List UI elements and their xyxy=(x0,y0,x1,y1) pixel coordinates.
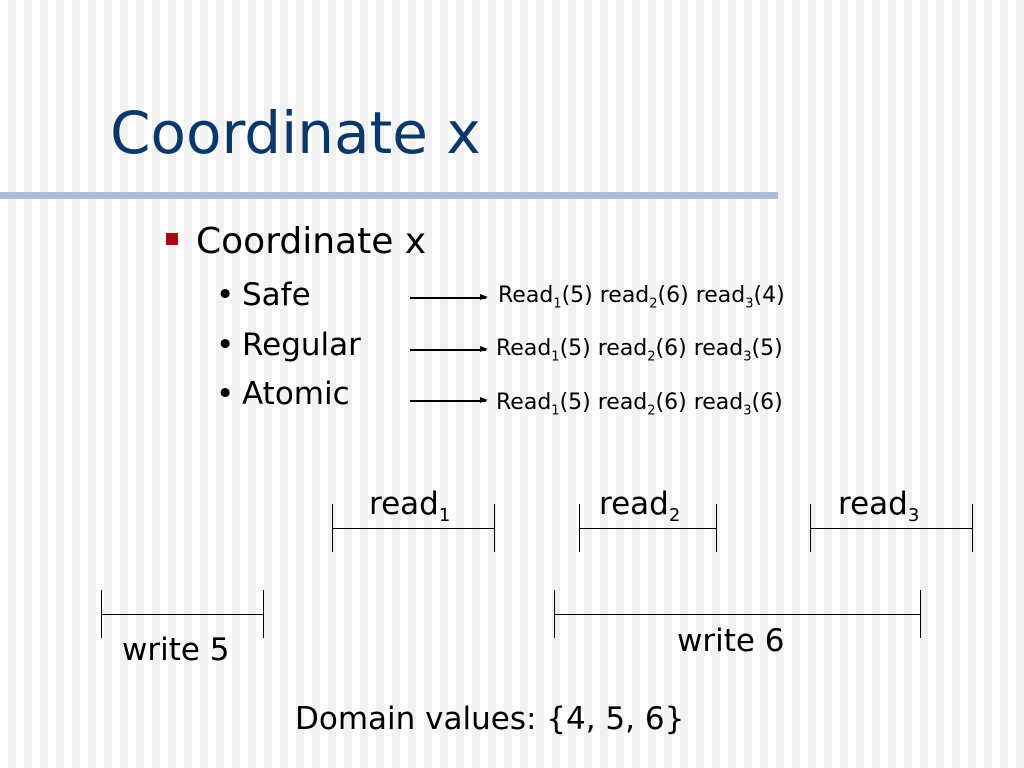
bullet-dot-icon: • xyxy=(216,277,235,313)
sub-item-label: Safe xyxy=(242,277,311,313)
read1-label: read1 xyxy=(369,486,451,527)
bullet-dot-icon: • xyxy=(216,376,235,412)
read2-interval xyxy=(579,504,717,552)
regular-read-result: Read1(5) read2(6) read3(5) xyxy=(496,336,783,365)
title-divider xyxy=(0,192,778,199)
write5-interval xyxy=(101,590,264,638)
read3-label: read3 xyxy=(838,486,920,527)
atomic-read-result: Read1(5) read2(6) read3(6) xyxy=(496,390,783,419)
read3-interval xyxy=(810,504,973,552)
sub-item-atomic: •Atomic xyxy=(216,379,350,410)
arrow-right-icon xyxy=(410,397,488,403)
sub-item-safe: •Safe xyxy=(216,280,311,311)
square-bullet-icon xyxy=(166,233,178,245)
write5-label: write 5 xyxy=(122,632,230,668)
sub-item-regular: •Regular xyxy=(216,330,361,361)
arrow-right-icon xyxy=(410,294,488,300)
sub-item-label: Atomic xyxy=(242,376,350,412)
main-bullet: Coordinate x xyxy=(166,224,426,260)
arrow-right-icon xyxy=(410,346,488,352)
write6-label: write 6 xyxy=(677,623,785,659)
slide-title: Coordinate x xyxy=(110,99,481,167)
bullet-dot-icon: • xyxy=(216,327,235,363)
sub-item-label: Regular xyxy=(242,327,361,363)
read2-label: read2 xyxy=(599,486,681,527)
domain-values: Domain values: {4, 5, 6} xyxy=(295,701,685,737)
safe-read-result: Read1(5) read2(6) read3(4) xyxy=(498,283,785,312)
read1-interval xyxy=(332,504,495,552)
write6-interval xyxy=(554,590,921,638)
main-bullet-label: Coordinate x xyxy=(196,221,427,262)
